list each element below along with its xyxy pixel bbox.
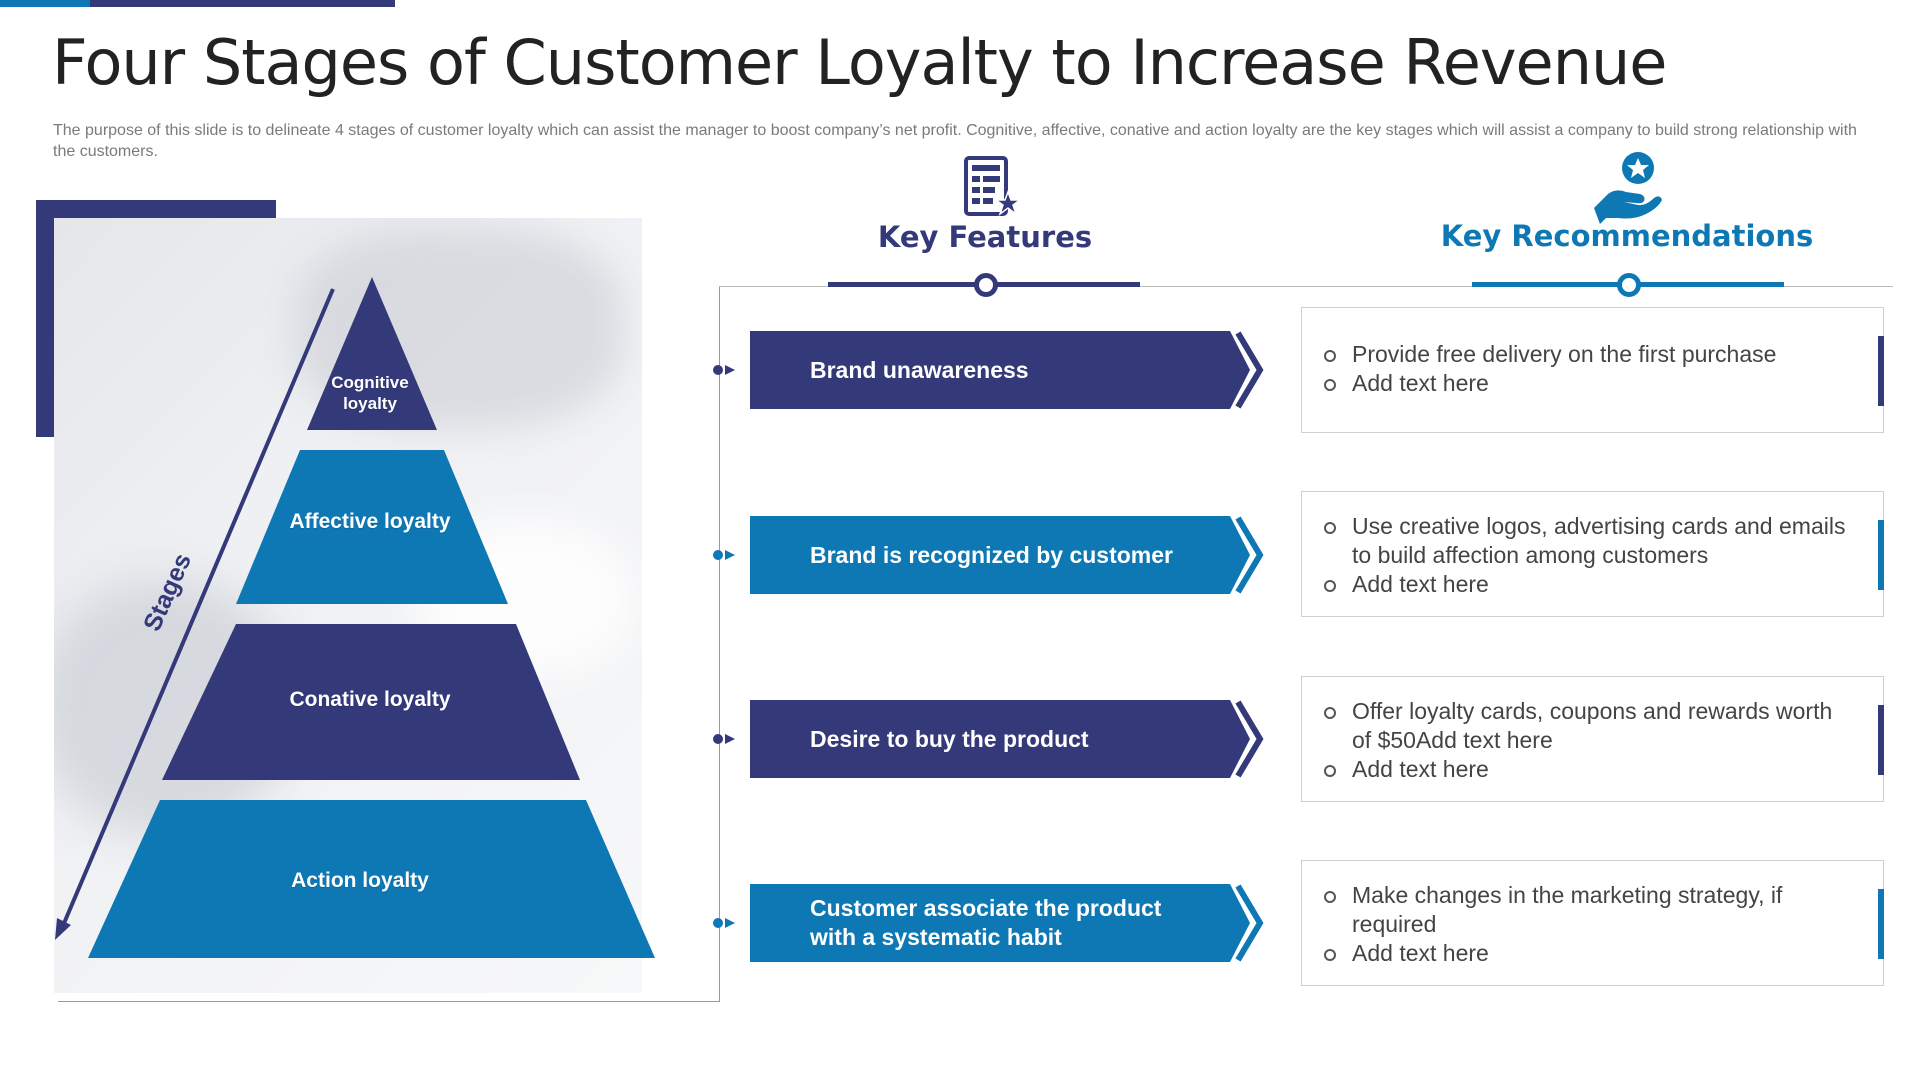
- recommendation-accent: [1878, 520, 1884, 590]
- feature-arrow: Customer associate the product with a sy…: [750, 884, 1270, 962]
- document-star-icon: [964, 156, 1022, 217]
- recommendation-accent: [1878, 336, 1884, 406]
- frame-bottom-line: [58, 1001, 720, 1002]
- bullet-icon: [1324, 522, 1336, 534]
- feature-text: Brand unawareness: [810, 356, 1029, 383]
- pyramid-label-action: Action loyalty: [291, 869, 429, 892]
- feature-text: Desire to buy the product: [810, 725, 1089, 752]
- recommendations-header-node: [1617, 273, 1641, 297]
- recommendation-box: Offer loyalty cards, coupons and rewards…: [1301, 676, 1884, 802]
- recommendation-item: Add text here: [1322, 570, 1853, 599]
- slide-title: Four Stages of Customer Loyalty to Incre…: [52, 26, 1667, 99]
- pyramid-level-affective: [236, 450, 508, 604]
- key-recommendations-header: Key Recommendations: [1440, 219, 1814, 253]
- recommendation-item: Make changes in the marketing strategy, …: [1322, 881, 1853, 939]
- stages-arrow-head: [55, 918, 71, 940]
- loyalty-pyramid: [55, 277, 655, 958]
- bullet-icon: [1324, 379, 1336, 391]
- bullet-icon: [1324, 350, 1336, 362]
- hand-star-icon: [1594, 152, 1662, 224]
- recommendation-item: Add text here: [1322, 369, 1853, 398]
- feature-arrow: Brand is recognized by customer: [750, 516, 1270, 594]
- connector-icon: [713, 365, 735, 375]
- pyramid-level-conative: [162, 624, 580, 780]
- bullet-icon: [1324, 891, 1336, 903]
- recommendation-item: Add text here: [1322, 939, 1853, 968]
- recommendation-box: Make changes in the marketing strategy, …: [1301, 860, 1884, 986]
- top-accent-bar-navy: [90, 0, 395, 7]
- bullet-icon: [1324, 580, 1336, 592]
- recommendation-item: Use creative logos, advertising cards an…: [1322, 512, 1853, 570]
- slide-subtitle: The purpose of this slide is to delineat…: [53, 122, 1857, 160]
- recommendation-item: Provide free delivery on the first purch…: [1322, 340, 1853, 369]
- feature-arrow: Desire to buy the product: [750, 700, 1270, 778]
- bullet-icon: [1324, 949, 1336, 961]
- pyramid-label-conative: Conative loyalty: [289, 688, 451, 711]
- top-accent-bar-blue: [0, 0, 90, 7]
- connector-icon: [713, 734, 735, 744]
- recommendation-box: Provide free delivery on the first purch…: [1301, 307, 1884, 433]
- key-features-header: Key Features: [877, 220, 1093, 254]
- pyramid-label-cognitive: Cognitive loyalty: [331, 373, 409, 413]
- bullet-icon: [1324, 707, 1336, 719]
- recommendation-item: Offer loyalty cards, coupons and rewards…: [1322, 697, 1853, 755]
- connector-icon: [713, 918, 735, 928]
- pyramid-level-action: [88, 800, 655, 958]
- recommendation-box: Use creative logos, advertising cards an…: [1301, 491, 1884, 617]
- frame-vertical-line: [719, 287, 720, 1002]
- frame-top-line: [719, 286, 1893, 287]
- features-header-node: [974, 273, 998, 297]
- feature-text: Customer associate the product with a sy…: [810, 895, 1162, 950]
- pyramid-label-affective: Affective loyalty: [289, 510, 451, 533]
- bullet-icon: [1324, 765, 1336, 777]
- recommendation-item: Add text here: [1322, 755, 1853, 784]
- feature-arrow: Brand unawareness: [750, 331, 1270, 409]
- pyramid-level-cognitive: [307, 277, 437, 430]
- recommendation-accent: [1878, 889, 1884, 959]
- stages-arrow-line: [60, 288, 335, 929]
- connector-icon: [713, 550, 735, 560]
- feature-text: Brand is recognized by customer: [810, 541, 1173, 568]
- recommendation-accent: [1878, 705, 1884, 775]
